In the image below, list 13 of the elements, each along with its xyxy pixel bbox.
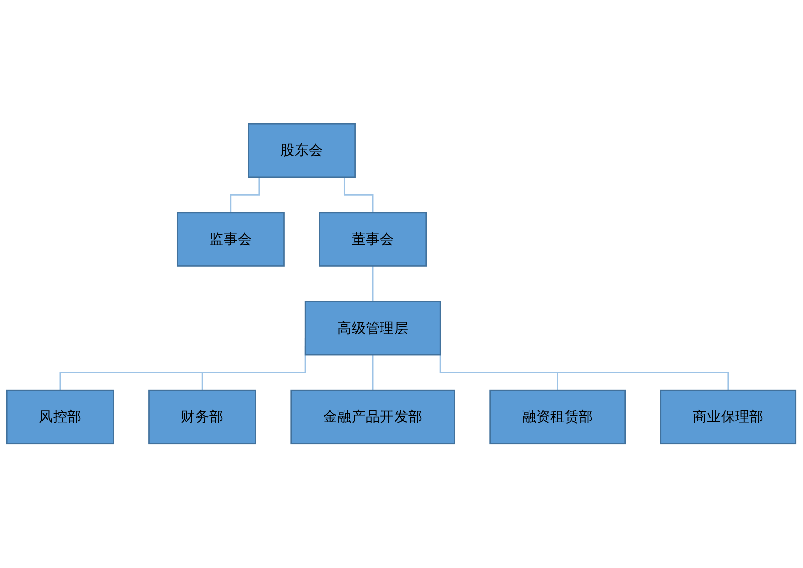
node-box: 风控部 <box>6 390 114 445</box>
node-box: 金融产品开发部 <box>290 390 456 445</box>
connector <box>372 266 374 302</box>
connector <box>344 177 374 214</box>
node-box: 高级管理层 <box>304 301 442 356</box>
connector <box>230 177 260 214</box>
node-box: 监事会 <box>177 212 285 267</box>
connector <box>372 355 374 392</box>
node-box: 股东会 <box>248 123 356 178</box>
node-box: 财务部 <box>148 390 256 445</box>
node-box: 融资租赁部 <box>490 390 626 445</box>
node-box: 商业保理部 <box>660 390 797 445</box>
node-box: 董事会 <box>319 212 428 267</box>
